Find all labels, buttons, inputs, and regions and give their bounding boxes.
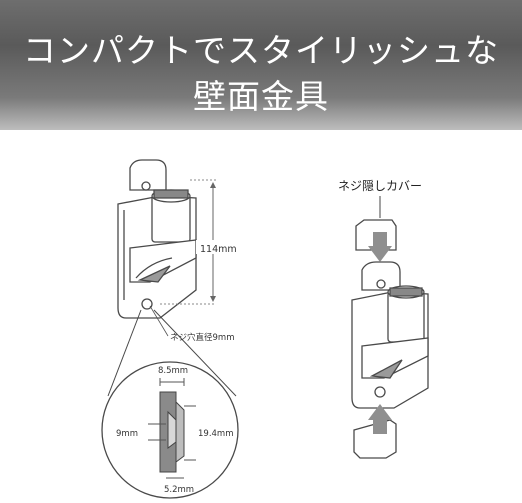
screw-hole-top xyxy=(141,181,151,191)
cover-label: ネジ隠しカバー xyxy=(338,179,422,193)
dim-top-label: 8.5mm xyxy=(158,366,188,376)
dim-screw-hole-label: ネジ穴直径9mm xyxy=(170,332,234,343)
dim-bottom-label: 5.2mm xyxy=(164,485,194,495)
headline-line-1: コンパクトでスタイリッシュな xyxy=(23,31,499,70)
bracket-hook xyxy=(129,239,197,283)
insert-arrow-up xyxy=(368,404,392,434)
dim-left-label: 9mm xyxy=(116,429,138,439)
insert-arrow-down xyxy=(368,232,392,262)
bracket-top-plate xyxy=(129,159,167,191)
screw-hole-bottom xyxy=(141,298,153,310)
magnified-detail xyxy=(101,361,239,499)
bracket-right xyxy=(351,219,429,459)
headline-line-2: 壁面金具 xyxy=(193,77,329,116)
bracket-left xyxy=(117,159,197,319)
dim-right-label: 19.4mm xyxy=(198,429,234,439)
dim-height-label: 114mm xyxy=(200,244,237,255)
header-banner: コンパクトでスタイリッシュな 壁面金具 xyxy=(0,0,522,130)
